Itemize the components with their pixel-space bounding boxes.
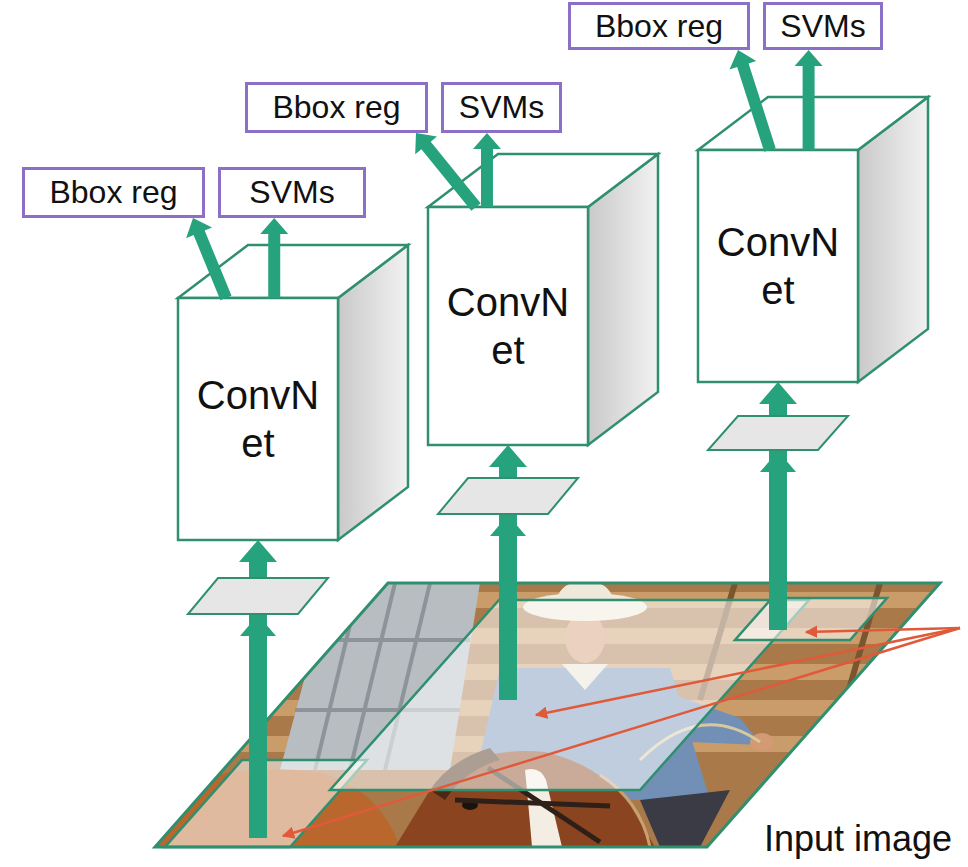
- svm-box: SVMs: [441, 82, 562, 133]
- convnet-outline: [428, 207, 588, 445]
- convnet-top: [428, 154, 658, 207]
- convnet-top: [698, 97, 928, 150]
- convnet-block: ConvN et: [698, 150, 858, 382]
- convnet-outline: [178, 298, 338, 540]
- warp-arrowhead: [490, 515, 526, 536]
- node-label: SVMs: [780, 8, 865, 45]
- node-label: ConvN et: [442, 278, 574, 374]
- bbox-reg-box: Bbox reg: [568, 2, 750, 50]
- convnet-front: [178, 298, 338, 540]
- warped-region: [188, 578, 328, 614]
- photo-scene: [150, 580, 950, 850]
- photo-scene: [150, 580, 950, 850]
- region-proposals: [330, 600, 809, 790]
- node-label: SVMs: [249, 174, 334, 211]
- warped-region: [438, 478, 578, 514]
- svm-box: SVMs: [218, 167, 366, 218]
- node-label: Bbox reg: [272, 89, 400, 126]
- region-proposals: [165, 598, 887, 847]
- node-label: Bbox reg: [49, 174, 177, 211]
- region-pointer: [536, 628, 960, 715]
- convnet-outline: [698, 150, 858, 382]
- region-pointer: [283, 628, 960, 836]
- convnet-block: ConvN et: [178, 298, 338, 540]
- gate-bars: [310, 638, 470, 642]
- convnet-front: [428, 207, 588, 445]
- warped-region: [708, 416, 848, 450]
- region-proposals: [735, 598, 887, 640]
- node-label: Bbox reg: [595, 8, 723, 45]
- node-label: ConvN et: [712, 218, 844, 314]
- region-pointer: [283, 628, 960, 836]
- node-label: ConvN et: [192, 371, 324, 467]
- image-caption: Input image: [764, 818, 952, 859]
- bbox-reg-box: Bbox reg: [245, 82, 428, 133]
- cowboy: [750, 733, 774, 751]
- input-image: Input image: [155, 583, 940, 847]
- image-border: [155, 583, 940, 847]
- convnet-block: ConvN et: [428, 207, 588, 445]
- warp-arrowhead: [240, 615, 276, 636]
- horse-head: [455, 800, 610, 806]
- region-pointer: [806, 628, 960, 632]
- bbox-reg-box: Bbox reg: [22, 167, 205, 218]
- convnet-front: [698, 150, 858, 382]
- gate-bars: [315, 583, 360, 770]
- node-label: SVMs: [459, 89, 544, 126]
- svm-box: SVMs: [763, 2, 883, 50]
- warp-arrowhead: [760, 451, 796, 472]
- convnet-top: [178, 245, 408, 298]
